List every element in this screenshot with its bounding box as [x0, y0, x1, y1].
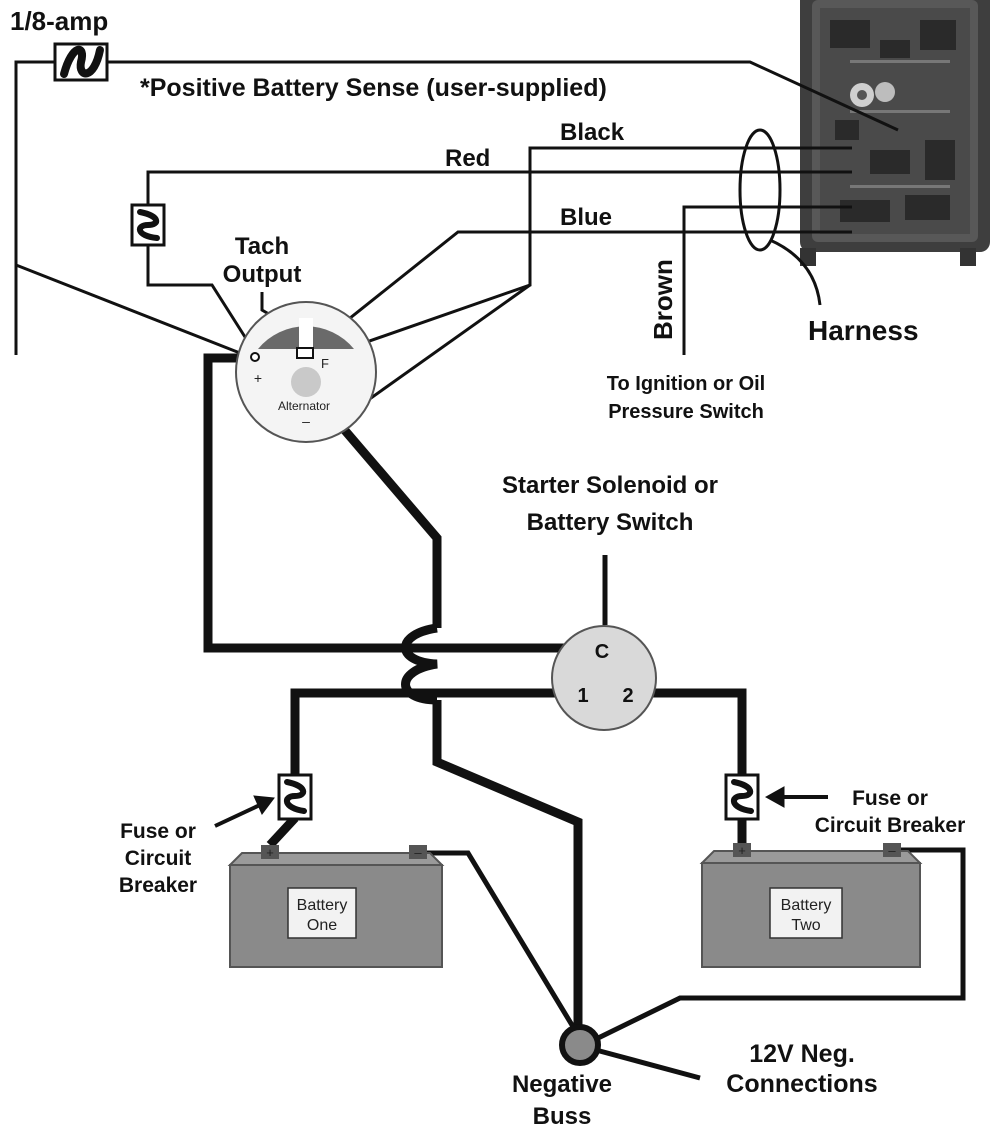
battery-two-fuse [724, 773, 760, 821]
battery-one [227, 845, 445, 968]
neg-connections-label-line2: Connections [726, 1070, 877, 1098]
harness-bundle [738, 128, 822, 306]
red-wire-label: Red [445, 145, 490, 172]
sense-label: *Positive Battery Sense (user-supplied) [140, 74, 607, 102]
ignition-label-line2: Pressure Switch [608, 401, 764, 423]
blue-wire-label: Blue [560, 204, 612, 231]
fuse-arrows [214, 786, 828, 828]
battery-two [699, 843, 923, 968]
sense-fuse [53, 42, 109, 82]
voltage-regulator [800, 0, 990, 266]
tach-label-line1: Tach [235, 233, 289, 260]
battery-two-label-line2: Two [791, 917, 820, 934]
left-fuse-label-line3: Breaker [119, 874, 197, 897]
starter-label-line2: Battery Switch [527, 509, 694, 536]
battery-one-label-line1: Battery [297, 897, 348, 914]
black-wire-label: Black [560, 119, 625, 146]
solenoid-common-terminal: C [595, 641, 609, 663]
battery-one-label-line2: One [307, 917, 337, 934]
alternator [235, 301, 377, 443]
battery-one-fuse [277, 773, 313, 821]
alternator-minus: – [302, 413, 310, 429]
battery-one-plus-terminal: + [266, 845, 274, 860]
negative-buss-label-line1: Negative [512, 1071, 612, 1098]
alternator-plus: + [254, 370, 262, 386]
ignition-label-line1: To Ignition or Oil [607, 373, 766, 395]
alternator-field: F [321, 356, 329, 371]
battery-one-minus-terminal: – [414, 845, 422, 860]
solenoid-terminal-2: 2 [622, 685, 633, 707]
right-fuse-label-line1: Fuse or [852, 787, 928, 810]
brown-wire-label: Brown [648, 259, 678, 340]
negative-connections [418, 847, 966, 1081]
negative-buss-label-line2: Buss [533, 1103, 592, 1130]
neg-connections-label-line1: 12V Neg. [749, 1040, 855, 1068]
right-fuse-label-line2: Circuit Breaker [815, 814, 966, 837]
fuse-amp-label: 1/8-amp [10, 6, 108, 36]
battery-cables [203, 353, 747, 1030]
battery-two-label-line1: Battery [781, 897, 832, 914]
alternator-label: Alternator [278, 399, 330, 413]
starter-solenoid [551, 625, 657, 731]
left-fuse-label-line2: Circuit [125, 847, 192, 870]
harness-wires [14, 60, 899, 422]
tach-label-line2: Output [223, 261, 302, 288]
solenoid-terminal-1: 1 [577, 685, 588, 707]
battery-two-minus-terminal: – [888, 843, 896, 858]
battery-two-plus-terminal: + [738, 843, 746, 858]
starter-label-line1: Starter Solenoid or [502, 472, 718, 499]
red-wire-fuse [130, 203, 166, 247]
left-fuse-label-line1: Fuse or [120, 820, 196, 843]
harness-label: Harness [808, 315, 919, 346]
negative-buss [559, 1024, 601, 1066]
